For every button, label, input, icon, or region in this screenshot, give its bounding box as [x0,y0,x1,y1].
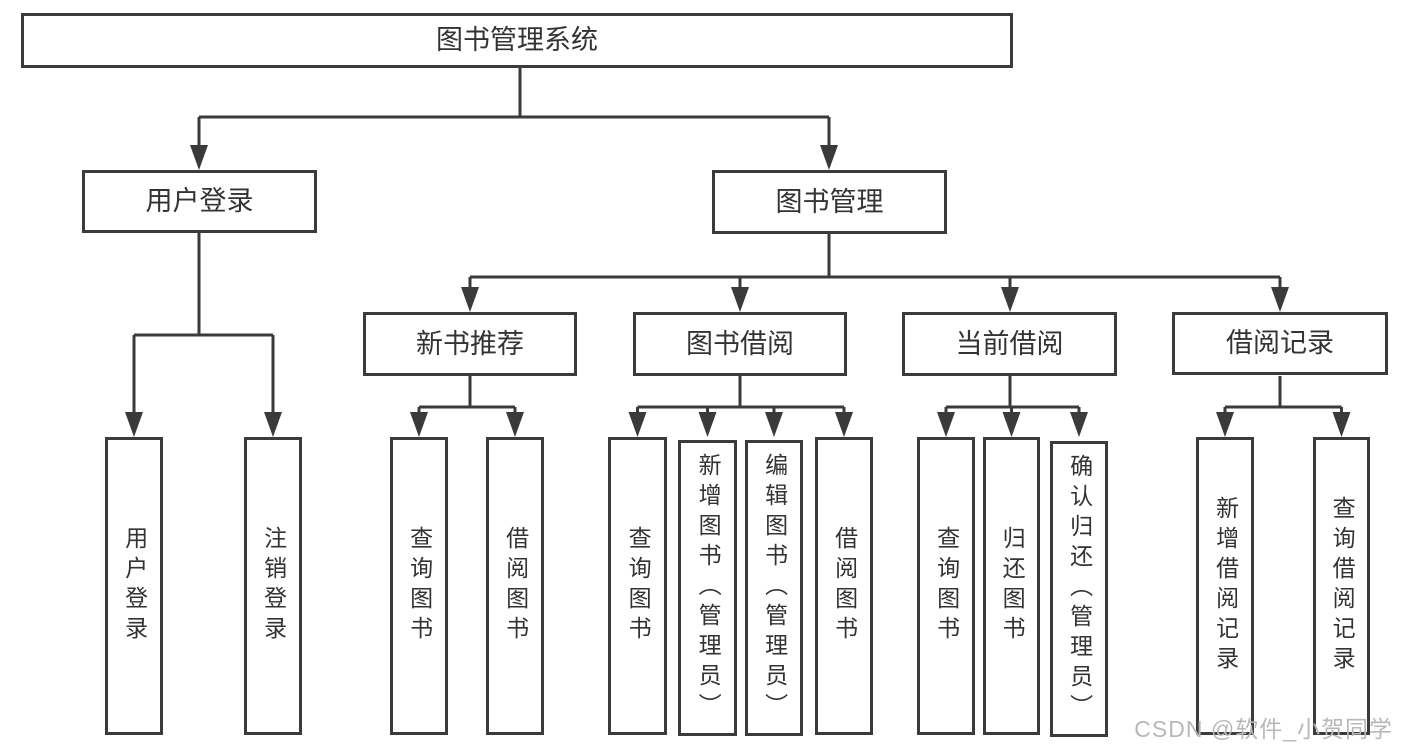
node-book-management-label: 图书管理 [775,186,884,217]
node-book-borrow: 图书借阅 [633,312,847,376]
node-user-login: 用户登录 [82,170,317,233]
node-book-borrow-label: 图书借阅 [686,328,794,359]
arrowhead [698,412,717,437]
arrowhead [835,412,853,437]
node-user-login-label: 用户登录 [145,186,254,216]
arrowhead [1070,412,1088,437]
arrowhead [628,412,647,437]
leaf-logout: 注销登录 [244,437,302,735]
leaf-query-books-1: 查询图书 [390,437,448,735]
arrowhead [264,412,282,437]
watermark-text: CSDN @软件_小贺同学 [1134,716,1393,742]
leaf-label: 新增图书（管理员） [695,453,722,723]
leaf-add-book-admin: 新增图书（管理员） [678,440,737,736]
arrowhead [410,412,428,437]
arrowhead [765,412,783,437]
node-new-book-recommend: 新书推荐 [363,312,577,376]
leaf-label: 用户登录 [121,526,148,646]
node-new-book-recommend-label: 新书推荐 [416,328,524,359]
node-current-borrow-label: 当前借阅 [955,328,1064,359]
leaf-return-book: 归还图书 [983,437,1040,735]
leaf-add-borrow-record: 新增借阅记录 [1196,437,1254,735]
node-book-management: 图书管理 [712,170,947,234]
node-borrow-records: 借阅记录 [1172,312,1388,375]
leaf-label: 新增借阅记录 [1212,496,1239,676]
leaf-label: 确认归还（管理员） [1066,454,1093,724]
node-root: 图书管理系统 [21,13,1013,68]
arrowhead [506,412,524,437]
leaf-edit-book-admin: 编辑图书（管理员） [745,440,803,736]
arrowhead [125,412,143,437]
arrowhead [1332,412,1351,437]
leaf-label: 借阅图书 [502,526,529,646]
leaf-label: 归还图书 [999,526,1026,646]
leaf-user-login: 用户登录 [105,437,163,735]
arrowhead [1271,287,1289,312]
arrowhead [190,145,208,170]
leaf-label: 借阅图书 [831,526,858,646]
leaf-label: 查询图书 [406,526,433,646]
node-current-borrow: 当前借阅 [902,312,1117,376]
node-root-label: 图书管理系统 [436,25,598,55]
arrowhead [937,412,955,437]
leaf-query-borrow-record: 查询借阅记录 [1313,437,1370,735]
arrowhead [1216,412,1234,437]
arrowhead [820,145,838,170]
leaf-borrow-books-2: 借阅图书 [815,437,873,735]
node-borrow-records-label: 借阅记录 [1226,328,1334,358]
leaf-confirm-return-admin: 确认归还（管理员） [1050,441,1108,737]
arrowhead [1002,412,1021,437]
leaf-label: 查询图书 [625,526,652,646]
arrowhead [731,287,749,312]
leaf-query-books-2: 查询图书 [608,437,667,735]
leaf-query-books-3: 查询图书 [917,437,975,735]
leaf-label: 查询借阅记录 [1329,496,1356,676]
arrowhead [1001,287,1019,312]
leaf-label: 注销登录 [260,526,287,646]
leaf-label: 查询图书 [933,526,960,646]
leaf-label: 编辑图书（管理员） [761,453,788,723]
leaf-borrow-books-1: 借阅图书 [486,437,544,735]
arrowhead [461,287,479,312]
